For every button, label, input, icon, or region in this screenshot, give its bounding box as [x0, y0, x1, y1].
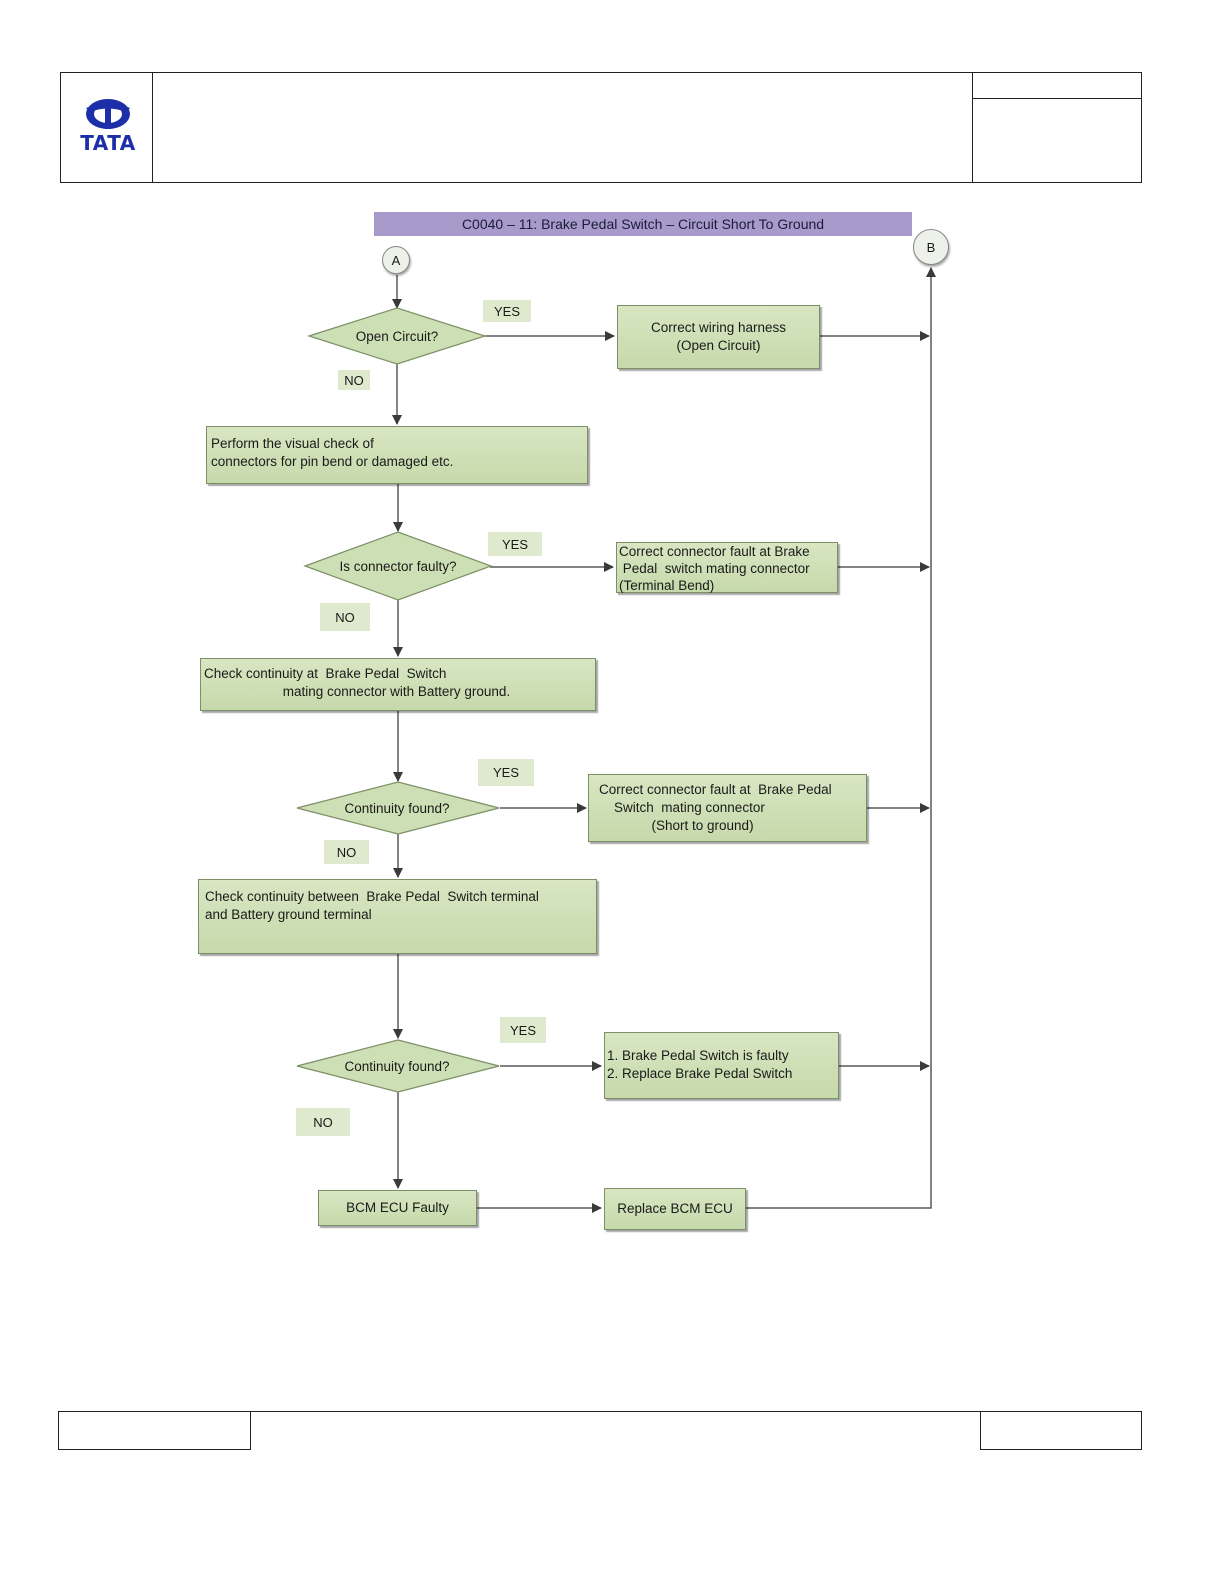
- tata-emblem-icon: [86, 99, 130, 129]
- step-bcm-faulty: BCM ECU Faulty: [318, 1190, 477, 1226]
- decision-connector-faulty-shape: [303, 531, 493, 601]
- connector-a: A: [382, 246, 410, 274]
- step-check-mating: Check continuity at Brake Pedal Switch m…: [200, 658, 596, 711]
- action-wiring-harness: Correct wiring harness (Open Circuit): [617, 305, 820, 369]
- footer-cell-left: [58, 1411, 251, 1450]
- flowchart-title: C0040 – 11: Brake Pedal Switch – Circuit…: [374, 212, 912, 236]
- step-visual-check: Perform the visual check of connectors f…: [206, 426, 588, 484]
- header-divider-left: [152, 72, 153, 183]
- decision-continuity-2-shape: [296, 1039, 500, 1093]
- step-check-terminal: Check continuity between Brake Pedal Swi…: [198, 879, 597, 954]
- decision-open-circuit-shape: [307, 307, 487, 365]
- decision-continuity-1-shape: [296, 781, 500, 835]
- connector-b: B: [913, 229, 949, 265]
- footer-line: [250, 1411, 981, 1412]
- tata-logo: TATA: [72, 96, 144, 160]
- decision-continuity-1: Continuity found?: [344, 800, 450, 816]
- action-short-ground: Correct connector fault at Brake Pedal S…: [588, 774, 867, 842]
- decision-continuity-2: Continuity found?: [344, 1058, 450, 1074]
- decision-open-circuit: Open Circuit?: [355, 328, 439, 344]
- footer-cell-right: [980, 1411, 1142, 1450]
- yes-label-3: YES: [478, 759, 534, 786]
- action-replace-switch: 1. Brake Pedal Switch is faulty 2. Repla…: [604, 1032, 839, 1099]
- action-terminal-bend: Correct connector fault at Brake Pedal s…: [616, 542, 838, 593]
- yes-label-4: YES: [500, 1017, 546, 1043]
- no-label-2: NO: [320, 603, 370, 631]
- header-table: [60, 72, 1142, 183]
- header-divider-right: [972, 72, 973, 183]
- tata-logo-text: TATA: [80, 131, 136, 155]
- decision-connector-faulty: Is connector faulty?: [339, 558, 457, 574]
- no-label-3: NO: [324, 840, 369, 864]
- yes-label-1: YES: [483, 300, 531, 322]
- no-label-1: NO: [338, 370, 370, 390]
- yes-label-2: YES: [488, 532, 542, 556]
- no-label-4: NO: [296, 1108, 350, 1136]
- action-replace-bcm: Replace BCM ECU: [604, 1188, 746, 1230]
- header-divider-row: [972, 98, 1142, 99]
- rail-to-b: [746, 267, 936, 1209]
